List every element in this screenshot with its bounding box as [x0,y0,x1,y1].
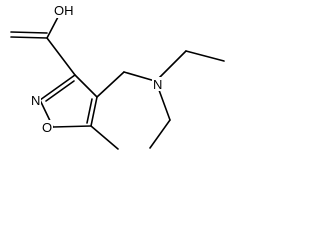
bond-ethyl2-ch3 [149,119,171,149]
bond-c3-carboxyl-carbon [46,37,76,76]
bond-n2-c3-inner [45,80,75,102]
bond-c4-ch2 [96,71,125,98]
chemical-structure-diagram: OH N O N [10,3,225,150]
bond-amine-n-ethyl2-ch2 [158,89,171,121]
bond-carboxyl-c-o-double [10,36,48,39]
bond-c5-methyl [90,125,119,150]
bond-carboxyl-c-o-double-inner [10,31,48,34]
label-amine-nitrogen: N [153,77,162,92]
bond-n2-c3-outer [39,74,76,101]
bond-c5-o1 [52,125,92,128]
bond-ch2-amine-n [123,71,156,82]
bond-c4-c5-outer [90,96,98,127]
bond-carboxyl-c-o-single [46,16,59,39]
bond-amine-n-ethyl1-ch2 [158,50,187,79]
label-ring-oxygen: O [42,120,52,135]
label-ring-nitrogen: N [31,93,40,108]
label-carboxylic-oh: OH [54,3,74,18]
bond-c3-c4 [74,74,98,98]
bond-ethyl1-ch3 [185,50,225,62]
bond-c4-c5-inner [86,98,93,124]
